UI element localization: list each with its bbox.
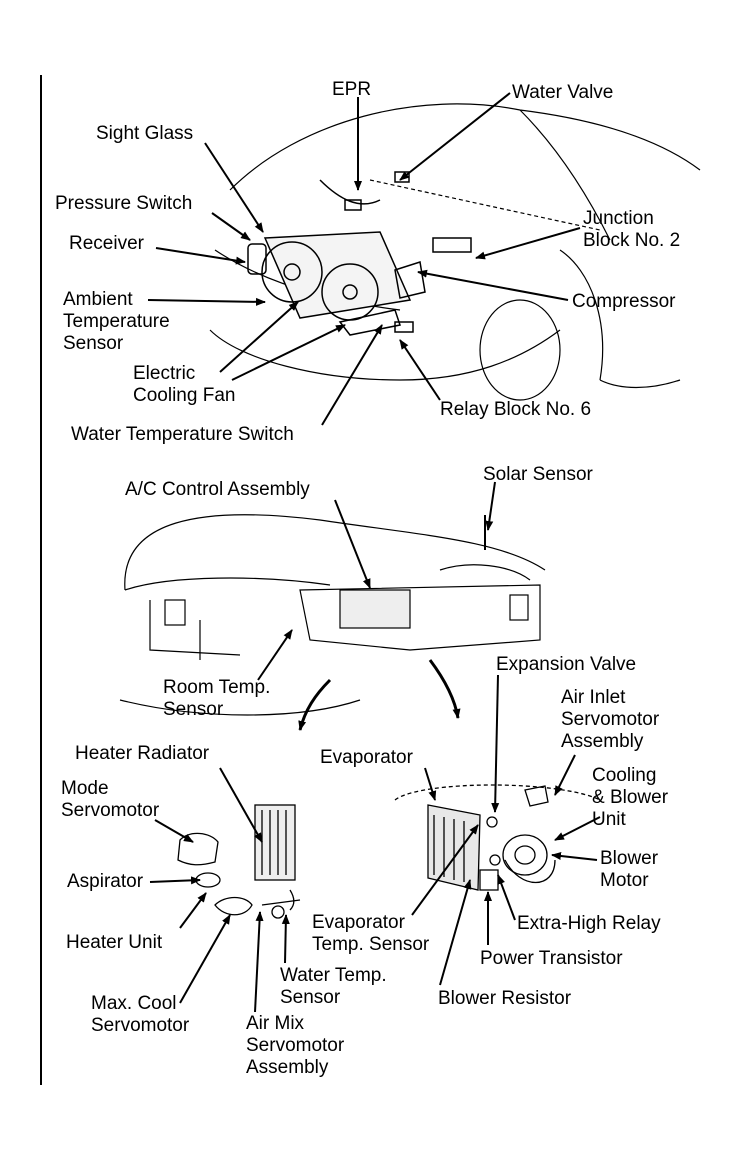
- label-water-temp-switch: Water Temperature Switch: [71, 424, 294, 445]
- label-expansion-valve: Expansion Valve: [496, 654, 637, 675]
- label-water-temp-sensor: Water Temp. Sensor: [280, 965, 387, 1008]
- label-evap-temp-sensor: Evaporator Temp. Sensor: [312, 912, 430, 955]
- label-mode-servo: Mode Servomotor: [61, 778, 160, 821]
- label-pressure-switch: Pressure Switch: [55, 193, 193, 214]
- label-ac-control: A/C Control Assembly: [125, 479, 310, 500]
- label-water-valve: Water Valve: [512, 82, 614, 103]
- label-sight-glass: Sight Glass: [96, 123, 194, 144]
- label-heater-unit: Heater Unit: [66, 932, 163, 953]
- label-junction-block: Junction Block No. 2: [583, 208, 681, 251]
- label-air-inlet-servo: Air Inlet Servomotor Assembly: [561, 687, 660, 752]
- label-electric-fan: Electric Cooling Fan: [133, 363, 236, 406]
- heater-unit-drawing: [177, 804, 301, 919]
- label-evaporator: Evaporator: [320, 747, 413, 768]
- label-air-mix-servo: Air Mix Servomotor Assembly: [246, 1013, 345, 1078]
- label-compressor: Compressor: [572, 291, 676, 312]
- label-power-transistor: Power Transistor: [480, 948, 623, 969]
- label-receiver: Receiver: [69, 233, 144, 254]
- label-cooling-blower: Cooling & Blower Unit: [592, 765, 669, 830]
- dashboard-drawing: [119, 514, 546, 716]
- arrow-to-heater: [298, 678, 332, 731]
- label-max-cool-servo: Max. Cool Servomotor: [91, 993, 190, 1036]
- label-heater-radiator: Heater Radiator: [75, 743, 210, 764]
- label-aspirator: Aspirator: [67, 871, 144, 892]
- label-room-temp-sensor: Room Temp. Sensor: [163, 677, 271, 720]
- condenser-fans: [247, 171, 472, 336]
- label-extra-high-relay: Extra-High Relay: [517, 913, 661, 934]
- label-blower-motor: Blower Motor: [600, 848, 659, 891]
- label-ambient-sensor: Ambient Temperature Sensor: [63, 289, 170, 354]
- leader-lines: [147, 92, 601, 1013]
- label-blower-resistor: Blower Resistor: [438, 988, 572, 1009]
- arrow-to-blower: [428, 659, 461, 719]
- label-epr: EPR: [332, 79, 372, 100]
- label-solar-sensor: Solar Sensor: [483, 464, 593, 485]
- cooling-blower-drawing: [394, 784, 601, 891]
- label-relay-block: Relay Block No. 6: [440, 399, 592, 420]
